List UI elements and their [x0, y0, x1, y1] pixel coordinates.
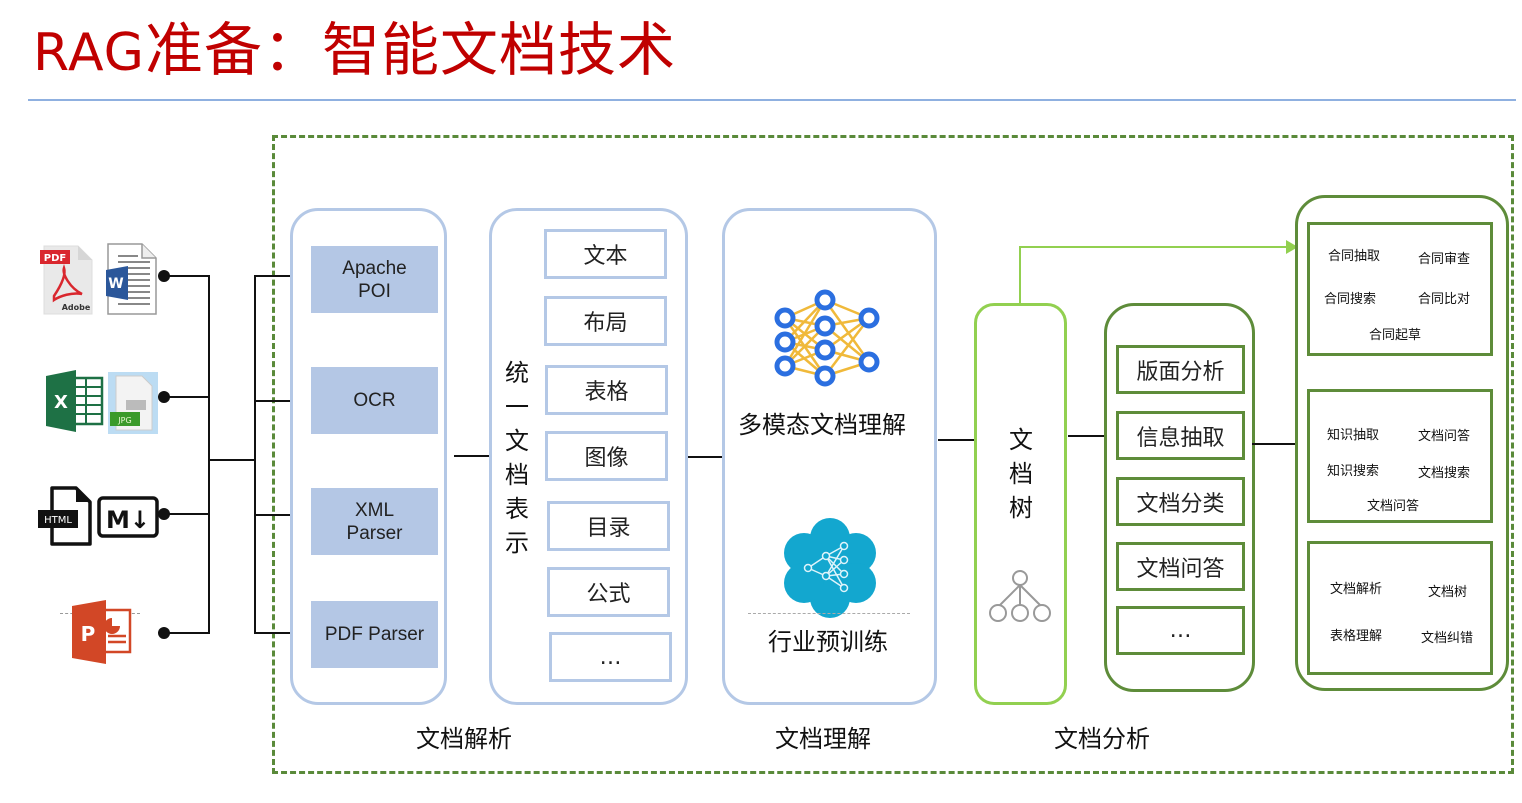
app-item: 知识抽取: [1327, 428, 1380, 443]
excel-icon: X: [46, 370, 104, 432]
html-label: HTML: [44, 515, 72, 526]
arrow-line: [1019, 246, 1021, 304]
arrow-head-icon: [1286, 240, 1298, 254]
title-main: 准备：智能文档技术: [144, 16, 676, 84]
doc-tree-panel: [974, 303, 1067, 705]
parser-ocr: OCR: [311, 367, 438, 434]
title-prefix: RAG: [33, 23, 145, 83]
parser-pdf: PDF Parser: [311, 601, 438, 668]
powerpoint-icon: P: [72, 600, 132, 664]
connector-line: [254, 275, 256, 634]
connector-line: [254, 632, 300, 634]
connector-line: [938, 439, 976, 441]
jpg-icon: JPG: [108, 372, 158, 434]
unified-representation-label: 统一文档表示: [502, 356, 532, 560]
rep-item-more: …: [549, 632, 672, 682]
section-label-understanding: 文档理解: [775, 725, 871, 753]
section-label-analysis: 文档分析: [1054, 725, 1150, 753]
rep-item-image: 图像: [545, 431, 668, 481]
application-group-knowledge: [1307, 389, 1493, 523]
page-title: RAG准备：智能文档技术: [33, 14, 676, 89]
rep-item-toc: 目录: [547, 501, 670, 551]
app-item: 合同起草: [1369, 328, 1422, 343]
word-icon: W: [106, 243, 157, 315]
pdf-icon: PDF Adobe: [40, 245, 93, 315]
parser-apache-poi: Apache POI: [311, 246, 438, 313]
connector-line: [254, 275, 300, 277]
markdown-icon: M↓: [97, 496, 159, 538]
industry-pretrain-icon: [784, 518, 876, 618]
connector-line: [164, 632, 210, 634]
connector-line: [454, 455, 490, 457]
title-divider: [28, 99, 1516, 101]
app-item: 文档问答: [1418, 429, 1471, 444]
doc-tree-text: 文档树: [1009, 426, 1033, 522]
analysis-item-more: …: [1116, 606, 1245, 655]
app-item: 合同搜索: [1324, 292, 1377, 307]
connector-line: [254, 400, 300, 402]
connector-line: [164, 396, 210, 398]
industry-pretrain-label: 行业预训练: [768, 628, 888, 656]
app-item: 文档树: [1428, 585, 1468, 600]
arrow-line: [1019, 246, 1289, 248]
unified-representation-text: 统一文档表示: [505, 359, 529, 557]
html-icon: HTML: [38, 486, 92, 546]
word-label: W: [108, 276, 123, 292]
app-item: 文档纠错: [1421, 631, 1474, 646]
connector-line: [1068, 435, 1106, 437]
app-item: 表格理解: [1330, 629, 1383, 644]
adobe-label: Adobe: [62, 303, 91, 312]
app-item: 文档搜索: [1418, 466, 1471, 481]
connector-line: [164, 275, 210, 277]
analysis-item-layout: 版面分析: [1116, 345, 1245, 394]
tree-icon: [989, 570, 1051, 622]
analysis-item-qa: 文档问答: [1116, 542, 1245, 591]
placeholder-dash: [748, 613, 910, 614]
multimodal-understanding-label: 多模态文档理解: [738, 411, 906, 439]
app-item: 文档问答: [1367, 499, 1420, 514]
rep-item-table: 表格: [545, 365, 668, 415]
application-group-contract: [1307, 222, 1493, 356]
application-group-document: [1307, 541, 1493, 675]
rep-item-layout: 布局: [544, 296, 667, 346]
pdf-label: PDF: [44, 253, 66, 264]
markdown-label: M↓: [106, 506, 150, 534]
connector-line: [688, 456, 724, 458]
connector-line: [164, 513, 210, 515]
powerpoint-label: P: [81, 622, 96, 646]
app-item: 文档解析: [1330, 582, 1383, 597]
connector-line: [208, 459, 256, 461]
doc-tree-label: 文档树: [1006, 423, 1036, 525]
connector-line: [254, 514, 300, 516]
app-item: 合同抽取: [1328, 249, 1381, 264]
pipeline-frame: [272, 135, 1514, 774]
neural-network-icon: [774, 289, 880, 387]
parser-xml: XML Parser: [311, 488, 438, 555]
connector-line: [208, 275, 210, 634]
connector-line: [1252, 443, 1296, 445]
rep-item-formula: 公式: [547, 567, 670, 617]
jpg-label: JPG: [117, 416, 131, 425]
app-item: 合同比对: [1418, 292, 1471, 307]
app-item: 合同审查: [1418, 252, 1471, 267]
excel-label: X: [54, 392, 68, 413]
rep-item-text: 文本: [544, 229, 667, 279]
analysis-item-extraction: 信息抽取: [1116, 411, 1245, 460]
app-item: 知识搜索: [1327, 464, 1380, 479]
analysis-item-classification: 文档分类: [1116, 477, 1245, 526]
section-label-parsing: 文档解析: [416, 725, 512, 753]
